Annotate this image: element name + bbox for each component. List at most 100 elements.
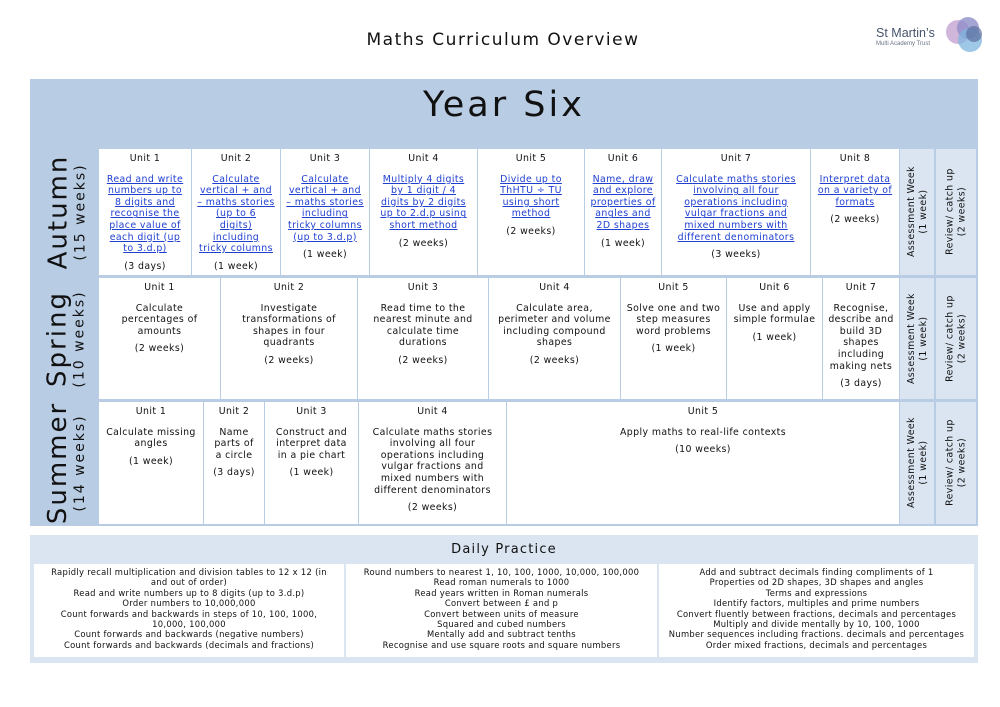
unit-description-link[interactable]: tricky columns — [288, 219, 362, 231]
unit-description-link[interactable]: up to 2.d.p using — [380, 208, 467, 220]
unit-description-link[interactable]: Calculate maths stories — [676, 173, 796, 185]
review-catch-up-cell-line: (2 weeks) — [956, 313, 967, 364]
unit-description-link[interactable]: (up to 6 — [215, 208, 257, 220]
unit-description-link[interactable]: vertical + and — [288, 185, 361, 197]
unit-description-link[interactable]: using short — [502, 196, 560, 208]
unit-heading: Unit 8 — [839, 153, 871, 164]
unit-description-link[interactable]: Read and write — [106, 173, 184, 185]
unit-description-link[interactable]: (up to 3.d.p) — [293, 231, 357, 243]
unit-description-link[interactable]: short method — [389, 219, 458, 231]
unit-description-link[interactable]: tricky columns — [199, 243, 273, 255]
unit-duration: (2 weeks) — [398, 354, 448, 366]
unit-description-link[interactable]: different denominators — [677, 231, 795, 243]
unit-description-link[interactable]: Interpret data — [819, 173, 891, 185]
daily-practice-item: 10,000, 100,000 — [152, 619, 226, 630]
daily-practice-item: Count forwards and backwards in steps of… — [60, 608, 318, 619]
unit-description-link[interactable]: on a variety of — [817, 185, 893, 197]
unit-description: a circle — [215, 449, 253, 461]
unit-description: Calculate maths stories — [372, 426, 493, 438]
unit-description-link[interactable]: 2D shapes — [596, 219, 650, 231]
assessment-week-cell: Assessment Week(1 week) — [900, 149, 934, 275]
unit-heading: Unit 5 — [658, 282, 689, 293]
assessment-week-cell: Assessment Week(1 week) — [900, 278, 934, 399]
term-name: Summer — [43, 401, 74, 525]
review-catch-up-cell-line: Review/ catch up — [944, 419, 956, 507]
term-name: Spring — [43, 290, 73, 387]
unit-description-link[interactable]: properties of — [590, 196, 656, 208]
unit-description-link[interactable]: digits by 2 digits — [381, 196, 466, 208]
unit-description-link[interactable]: Multiply 4 digits — [382, 173, 465, 185]
daily-practice-column: Round numbers to nearest 1, 10, 100, 100… — [346, 564, 657, 657]
unit-heading: Unit 3 — [296, 406, 327, 417]
unit-description-link[interactable]: angles and — [595, 208, 651, 220]
unit-description-link[interactable]: Divide up to — [500, 173, 562, 185]
daily-practice-item: Read and write numbers up to 8 digits (u… — [73, 587, 305, 598]
unit-duration: (10 weeks) — [675, 444, 731, 456]
daily-practice-item: Round numbers to nearest 1, 10, 100, 100… — [363, 567, 640, 577]
unit-description-link[interactable]: – maths stories — [286, 196, 364, 208]
unit-description: transformations of — [242, 314, 336, 326]
unit-description: step measures — [636, 314, 711, 326]
daily-practice-item: Convert between £ and p — [444, 598, 559, 609]
unit-description: Name — [219, 426, 249, 438]
review-catch-up-cell-text: Review/ catch up(2 weeks) — [944, 169, 967, 256]
unit-description-link[interactable]: Calculate — [212, 173, 260, 185]
unit-description-link[interactable]: and explore — [593, 185, 653, 197]
unit-duration: (1 week) — [302, 249, 348, 261]
unit-duration: (2 weeks) — [264, 354, 314, 366]
unit-description-link[interactable]: including — [212, 231, 260, 243]
unit-duration: (2 weeks) — [134, 343, 185, 355]
unit-heading: Unit 2 — [218, 406, 250, 417]
unit-description-link[interactable]: formats — [835, 196, 875, 208]
review-catch-up-cell-text: Review/ catch up(2 weeks) — [944, 295, 967, 382]
unit-description: mixed numbers with — [380, 472, 485, 484]
unit-duration: (1 week) — [213, 260, 259, 272]
daily-practice-title: Daily Practice — [451, 542, 557, 557]
unit-description-link[interactable]: Calculate — [301, 173, 349, 185]
daily-practice-item: Count forwards and backwards (negative n… — [74, 629, 304, 640]
unit-description-link[interactable]: mixed numbers with — [684, 219, 788, 231]
unit-duration: (2 weeks) — [529, 354, 580, 366]
unit-description-link[interactable]: 8 digits and — [114, 196, 176, 208]
unit-description-link[interactable]: digits) — [219, 219, 253, 231]
unit-description: percentages of — [121, 314, 198, 326]
assessment-week-cell-text: Assessment Week(1 week) — [905, 418, 928, 509]
unit-duration: (3 days) — [124, 260, 166, 272]
unit-description-link[interactable]: ThHTU ÷ TU — [500, 185, 562, 197]
unit-description-link[interactable]: – maths stories — [197, 196, 275, 208]
unit-description-link[interactable]: each digit (up — [109, 231, 181, 243]
unit-description-link[interactable]: place value of — [109, 219, 181, 231]
unit-description-link[interactable]: to 3.d.p) — [123, 243, 167, 255]
unit-description-link[interactable]: vulgar fractions and — [684, 208, 788, 220]
assessment-week-cell-text: Assessment Week(1 week) — [905, 293, 928, 384]
unit-description-link[interactable]: including — [301, 208, 349, 220]
unit-description-link[interactable]: by 1 digit / 4 — [391, 185, 456, 197]
unit-description-link[interactable]: operations including — [684, 196, 788, 208]
unit-description-link[interactable]: numbers up to — [108, 185, 182, 197]
unit-description-link[interactable]: involving all four — [693, 185, 779, 197]
unit-heading: Unit 3 — [309, 153, 341, 164]
daily-practice-item: Rapidly recall multiplication and divisi… — [51, 567, 327, 577]
assessment-week-cell: Assessment Week(1 week) — [900, 402, 934, 524]
unit-description: Use and apply — [738, 302, 811, 314]
unit-description-link[interactable]: Name, draw — [592, 173, 654, 185]
unit-description: vulgar fractions and — [381, 461, 484, 473]
unit-duration: (3 days) — [213, 467, 255, 479]
daily-practice-item: Squared and cubed numbers — [437, 619, 566, 630]
daily-practice-item: and out of order) — [150, 577, 228, 588]
daily-practice-item: Number sequences including fractions. de… — [668, 629, 965, 640]
term-label-summer: Summer(14 weeks) — [36, 402, 96, 524]
unit-description-link[interactable]: vertical + and — [199, 185, 272, 197]
unit-description-link[interactable]: method — [511, 208, 551, 220]
daily-practice-panel: Daily Practice Rapidly recall multiplica… — [30, 535, 978, 663]
unit-description: quadrants — [263, 337, 315, 349]
term-name: Autumn — [43, 154, 73, 270]
unit-duration: (1 week) — [752, 331, 797, 343]
unit-description-link[interactable]: recognise the — [110, 208, 180, 220]
